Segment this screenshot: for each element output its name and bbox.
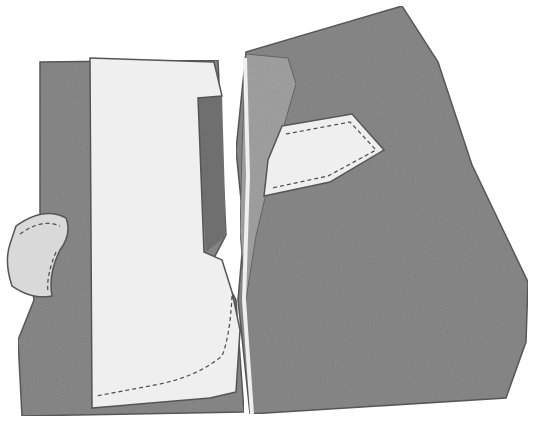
garment-illustration [0,0,548,421]
